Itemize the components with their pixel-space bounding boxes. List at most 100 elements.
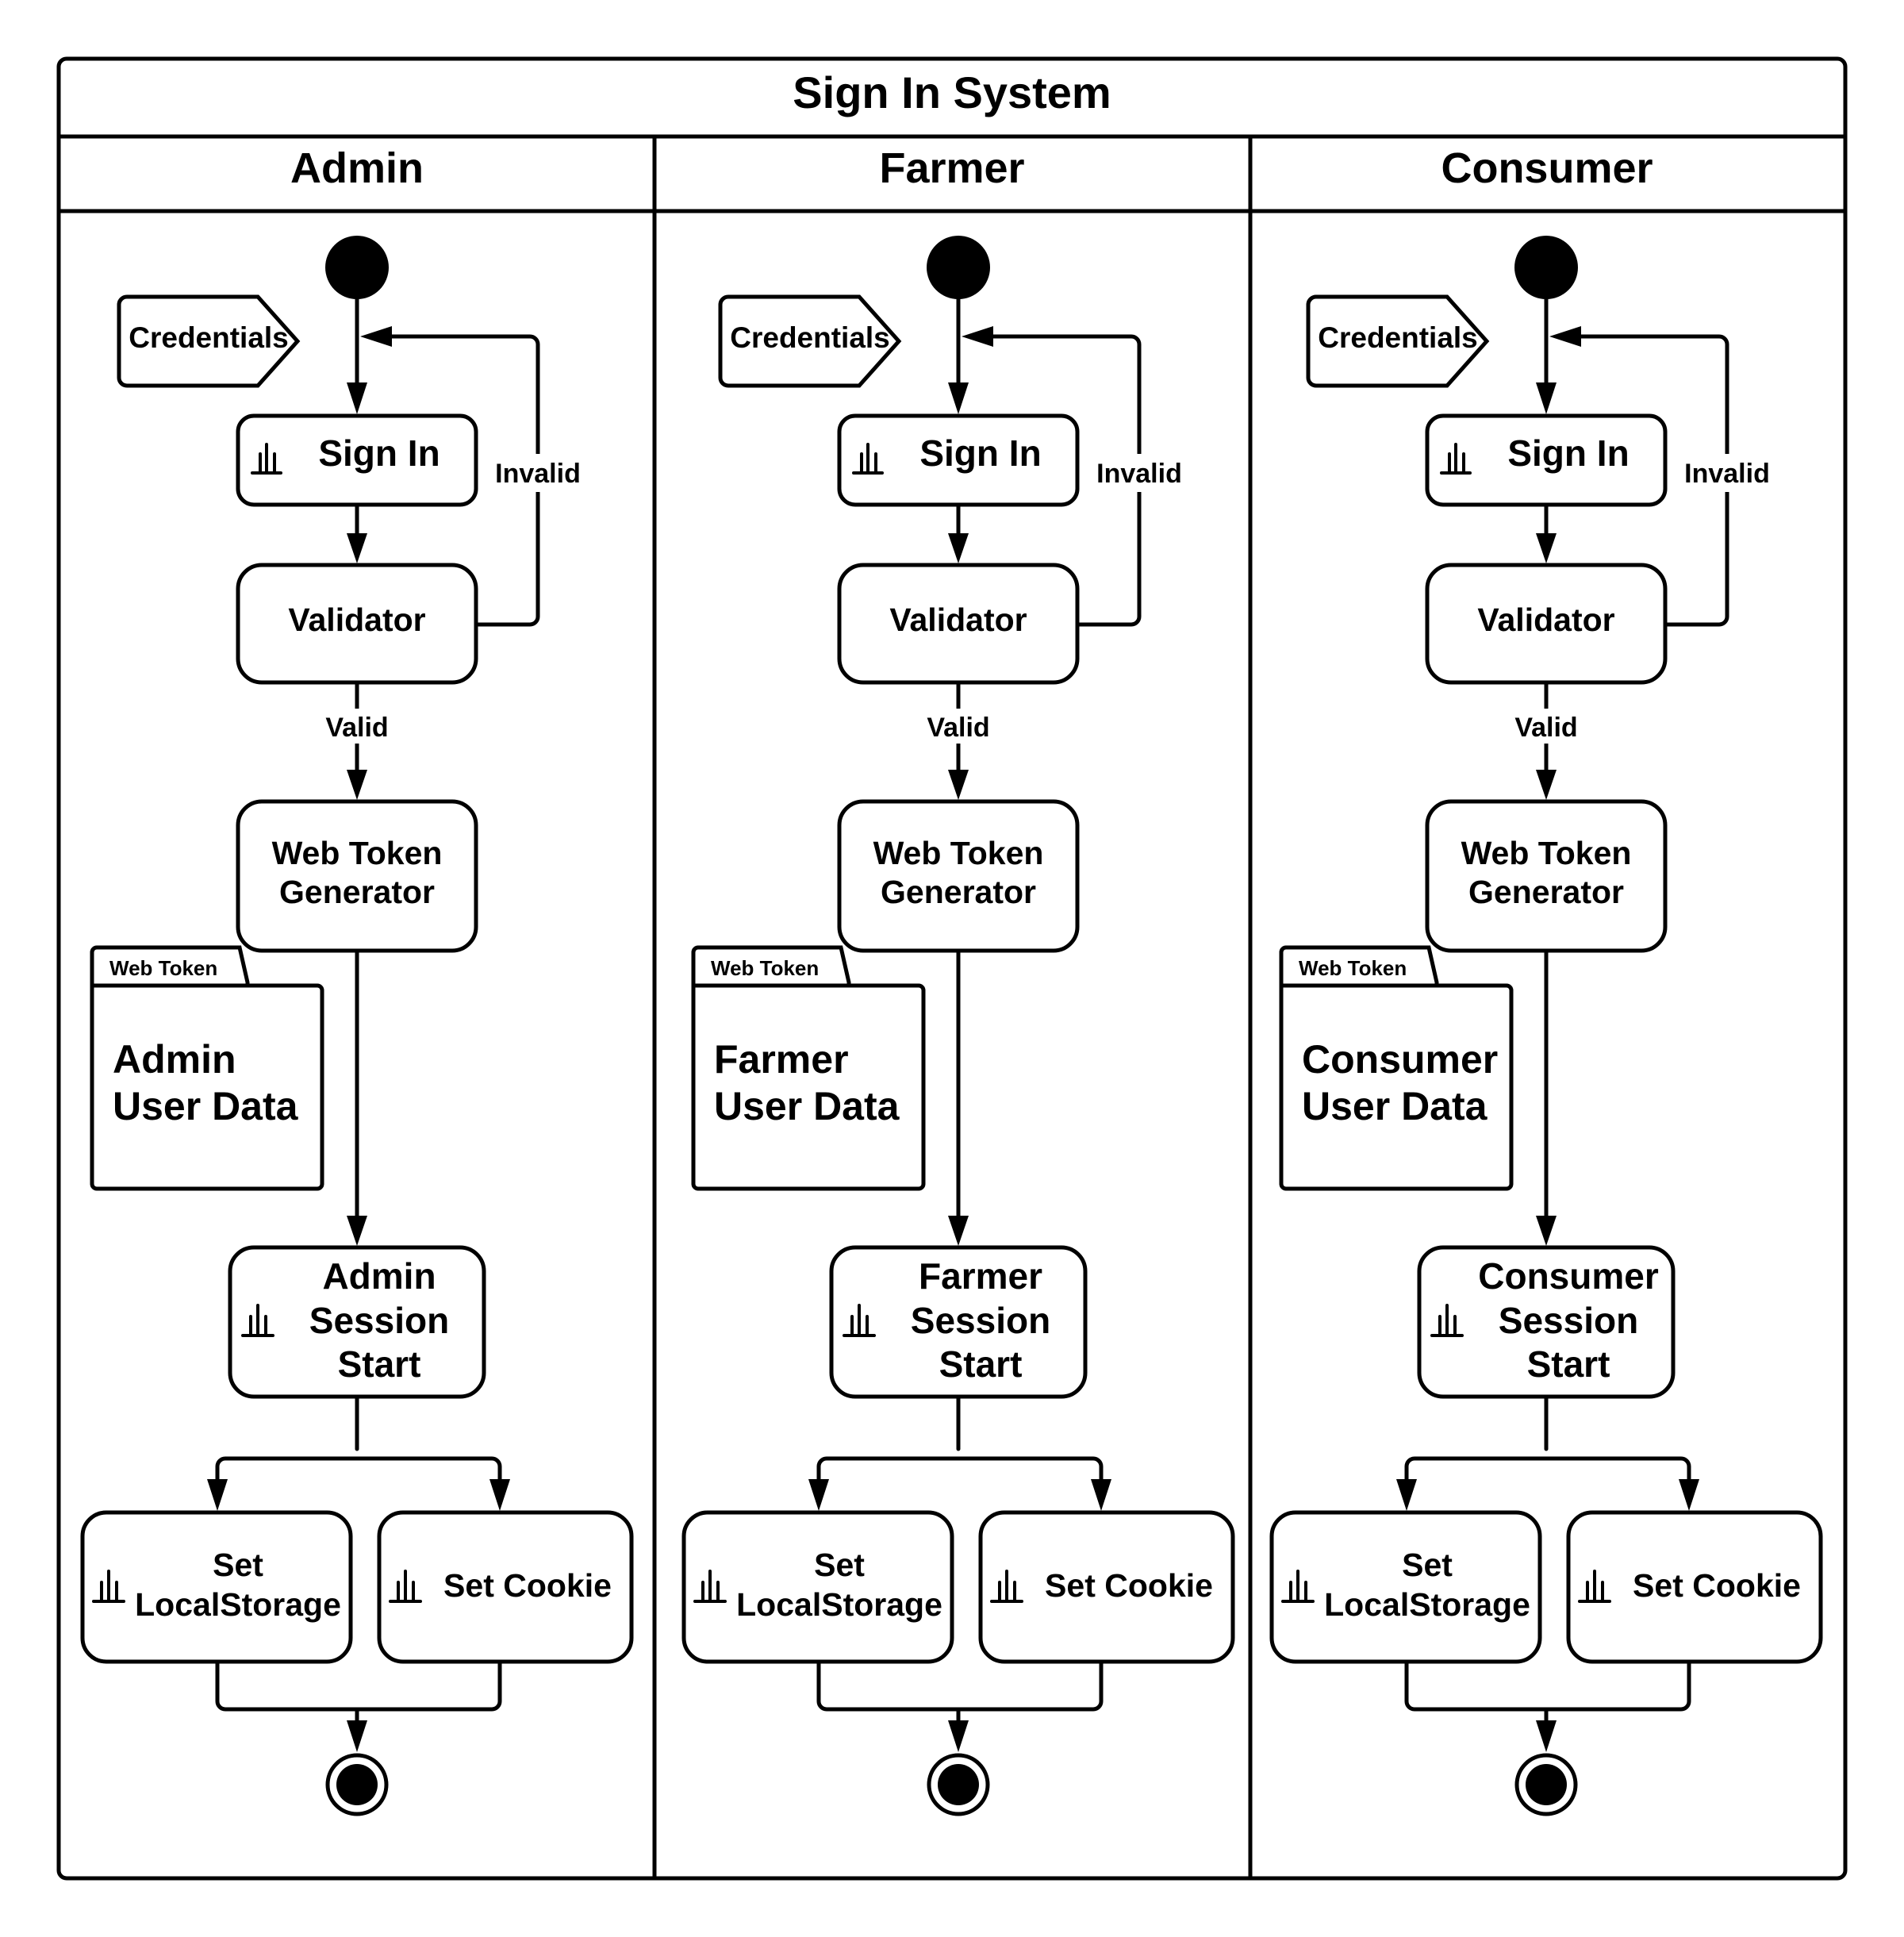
set-cookie-action <box>377 1510 634 1664</box>
token-generator-label-line2: Generator <box>1468 874 1624 910</box>
set-cookie-label: Set Cookie <box>1045 1567 1213 1604</box>
valid-label-bg <box>1511 709 1581 744</box>
invalid-label-bg <box>1681 454 1773 492</box>
arrowhead-local-storage <box>1396 1479 1417 1511</box>
arrowhead-cookie <box>1679 1479 1699 1511</box>
call-behavior-icon <box>389 1570 422 1603</box>
arrowhead-token-generator <box>1536 770 1557 800</box>
credentials-label: Credentials <box>1318 321 1478 354</box>
set-cookie-label: Set Cookie <box>1633 1567 1801 1604</box>
arrowhead-final <box>948 1720 969 1752</box>
session-label-line3: Start <box>939 1343 1023 1385</box>
user-data-package <box>1279 945 1514 1191</box>
valid-label-bg <box>322 709 392 744</box>
invalid-guard-label: Invalid <box>1684 459 1770 489</box>
session-label-line3: Start <box>1527 1343 1610 1385</box>
package-tab-label: Web Token <box>711 956 819 980</box>
token-generator-label-line1: Web Token <box>272 835 443 871</box>
token-generator-label-line2: Generator <box>279 874 435 910</box>
local-storage-label-line1: Set <box>213 1547 263 1583</box>
package-name-line2: User Data <box>1302 1084 1488 1128</box>
arrowhead-validator <box>1536 533 1557 563</box>
call-behavior-icon <box>843 1304 876 1337</box>
validator-label: Validator <box>288 601 425 638</box>
local-storage-label-line2: LocalStorage <box>1324 1586 1530 1623</box>
arrowhead-cookie <box>1091 1479 1111 1511</box>
valid-guard-label: Valid <box>1514 713 1577 743</box>
initial-node <box>325 236 389 299</box>
sign-in-label: Sign In <box>919 432 1041 474</box>
invalid-guard-label: Invalid <box>1096 459 1182 489</box>
credentials-pin <box>1306 294 1490 388</box>
arrowhead-final <box>1536 1720 1557 1752</box>
local-storage-label-line2: LocalStorage <box>736 1586 942 1623</box>
call-behavior-icon <box>990 1570 1023 1603</box>
arrowhead-cookie <box>489 1479 510 1511</box>
invalid-guard-label: Invalid <box>495 459 581 489</box>
valid-guard-label: Valid <box>325 713 388 743</box>
flow-session-to-fork <box>816 1394 1104 1486</box>
session-label-line1: Consumer <box>1478 1255 1659 1297</box>
session-label-line1: Farmer <box>919 1255 1042 1297</box>
session-label-line1: Admin <box>322 1255 436 1297</box>
call-behavior-icon <box>241 1304 274 1337</box>
final-node-core <box>938 1764 979 1805</box>
call-behavior-icon <box>1578 1570 1611 1603</box>
diagram-frame <box>56 56 1848 1881</box>
arrowhead-local-storage <box>808 1479 829 1511</box>
arrowhead-local-storage <box>207 1479 228 1511</box>
arrowhead-signin <box>347 382 367 414</box>
call-behavior-icon <box>1281 1570 1315 1603</box>
valid-guard-label: Valid <box>927 713 989 743</box>
call-behavior-icon <box>92 1570 125 1603</box>
arrowhead-signin <box>948 382 969 414</box>
credentials-pin <box>117 294 301 388</box>
credentials-label: Credentials <box>730 321 890 354</box>
set-cookie-action <box>1566 1510 1823 1664</box>
call-behavior-icon <box>852 443 884 475</box>
package-name-line1: Farmer <box>714 1037 849 1082</box>
arrowhead-session <box>1536 1216 1557 1246</box>
arrowhead-invalid <box>360 326 392 347</box>
local-storage-label-line1: Set <box>814 1547 865 1583</box>
sign-in-label: Sign In <box>1507 432 1629 474</box>
flow-session-to-fork <box>215 1394 502 1486</box>
call-behavior-icon <box>1430 1304 1464 1337</box>
lane-header-consumer: Consumer <box>1441 144 1653 192</box>
final-node-core <box>1526 1764 1567 1805</box>
call-behavior-icon <box>1440 443 1472 475</box>
arrowhead-token-generator <box>948 770 969 800</box>
user-data-package <box>90 945 324 1191</box>
sign-in-label: Sign In <box>318 432 440 474</box>
credentials-pin <box>718 294 902 388</box>
arrowhead-token-generator <box>347 770 367 800</box>
swimlane-admin: Credentials Sign In Validator Invalid Va… <box>80 236 634 1816</box>
session-label-line2: Session <box>1499 1300 1638 1341</box>
invalid-label-bg <box>1093 454 1185 492</box>
credentials-label: Credentials <box>129 321 289 354</box>
arrowhead-validator <box>948 533 969 563</box>
arrowhead-validator <box>347 533 367 563</box>
set-cookie-action <box>978 1510 1235 1664</box>
package-tab-label: Web Token <box>109 956 217 980</box>
arrowhead-session <box>948 1216 969 1246</box>
arrowhead-invalid <box>962 326 993 347</box>
set-cookie-label: Set Cookie <box>443 1567 612 1604</box>
local-storage-label-line1: Set <box>1402 1547 1453 1583</box>
session-label-line2: Session <box>309 1300 449 1341</box>
diagram-title: Sign In System <box>793 67 1111 117</box>
final-node-core <box>336 1764 378 1805</box>
call-behavior-icon <box>251 443 282 475</box>
session-label-line2: Session <box>911 1300 1050 1341</box>
package-name-line2: User Data <box>113 1084 299 1128</box>
local-storage-label-line2: LocalStorage <box>135 1586 341 1623</box>
token-generator-label-line1: Web Token <box>873 835 1044 871</box>
invalid-label-bg <box>492 454 584 492</box>
validator-label: Validator <box>889 601 1027 638</box>
arrowhead-final <box>347 1720 367 1752</box>
initial-node <box>927 236 990 299</box>
flow-session-to-fork <box>1404 1394 1691 1486</box>
lane-header-admin: Admin <box>290 144 424 192</box>
package-name-line2: User Data <box>714 1084 900 1128</box>
